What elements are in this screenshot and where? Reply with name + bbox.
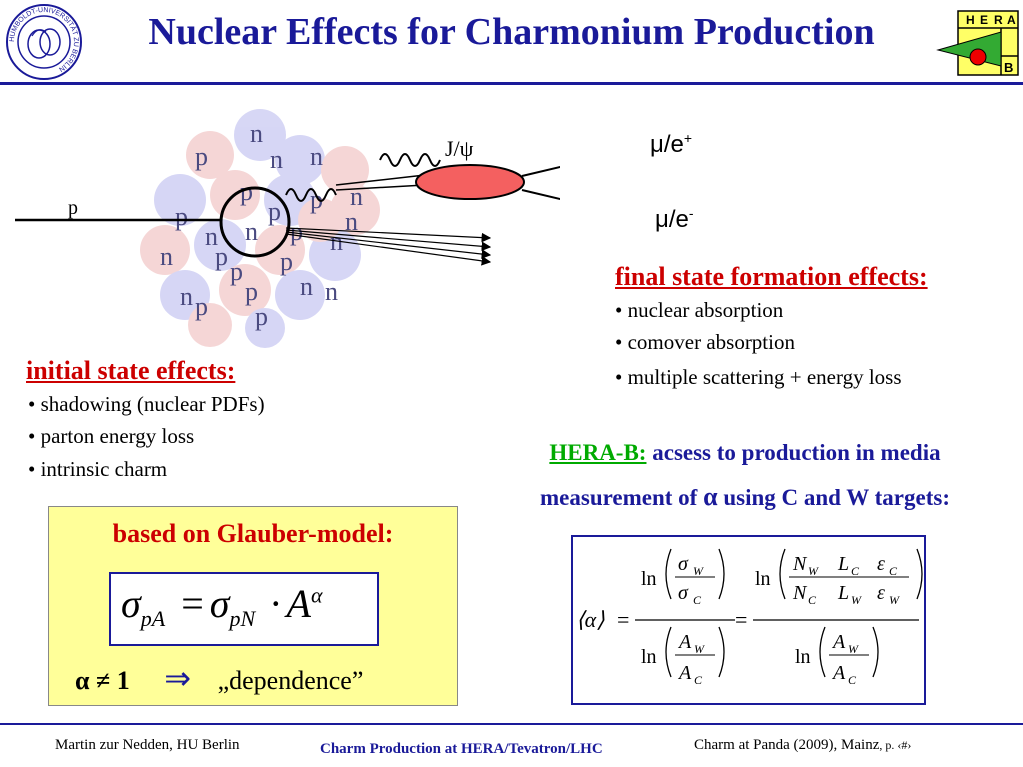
footer-center: Charm Production at HERA/Tevatron/LHC [320,741,603,757]
svg-text:C: C [851,564,860,578]
nucleon-label: n [250,119,263,148]
nucleon-label: n [345,207,358,236]
svg-text:C: C [694,673,703,687]
nucleon-label: p [195,292,208,321]
svg-text:ln: ln [641,568,657,590]
svg-text:C: C [848,673,857,687]
final-state-item: • nuclear absorption [615,298,784,322]
initial-state-item: • intrinsic charm [28,457,168,481]
header-rule [0,82,1023,85]
alpha-formula-box: ⟨α⟩ = ln σ W σ C ln A W A C = ln N W L C… [571,535,926,705]
hera-letter: R [994,13,1003,27]
svg-text:A: A [677,662,692,684]
nucleon-label: n [300,272,313,301]
svg-text:σ: σ [678,582,689,604]
svg-text:W: W [851,593,862,607]
university-seal-logo: HUMBOLDT-UNIVERSITÄT ZU BERLIN [6,4,82,80]
nucleon-label: p [245,277,258,306]
svg-text:W: W [693,564,704,578]
alpha-formula: ⟨α⟩ = ln σ W σ C ln A W A C = ln N W L C… [576,548,923,687]
nucleon-label: p [268,197,281,226]
nucleon-label: p [255,302,268,331]
nucleon-label: n [270,145,283,174]
svg-text:A: A [677,631,692,653]
nucleon-label: n [160,242,173,271]
final-state-heading: final state formation effects: [615,262,928,291]
lepton-plus-label: μ/e+ [650,130,693,158]
svg-text:A: A [831,662,846,684]
dependence-row: α ≠ 1 ⇒ „dependence” [75,660,364,696]
initial-state-heading: initial state effects: [26,356,236,385]
herab-line-1: HERA-B: acsess to production in media [549,440,941,465]
svg-text:W: W [889,593,900,607]
svg-text:C: C [808,593,817,607]
initial-state-item: • parton energy loss [28,424,195,448]
svg-text:A: A [831,631,846,653]
footer-right: Charm at Panda (2009), Mainz, p. ‹#› [694,737,912,753]
nucleon-label: n [205,222,218,251]
svg-text:W: W [808,564,819,578]
final-state-item: • comover absorption [615,330,795,354]
nucleon-label: p [240,177,253,206]
nucleon-labels: n p n n p n p p n p n p n p n p n p p n … [160,119,363,331]
svg-text:L: L [837,582,849,604]
svg-text:N: N [792,553,808,575]
svg-text:C: C [693,593,702,607]
final-state-item: • multiple scattering + energy loss [615,365,902,389]
nucleon-label: p [280,247,293,276]
svg-text:ε: ε [877,582,885,604]
nucleon-label: n [180,282,193,311]
svg-text:ln: ln [755,568,771,590]
hera-letter: E [980,13,988,27]
nucleon-label: p [175,202,188,231]
photon-line [379,153,441,167]
svg-text:⟨α⟩: ⟨α⟩ [576,607,605,632]
footer-author: Martin zur Nedden, HU Berlin [55,737,240,753]
nucleon-label: p [230,257,243,286]
gluon-line [285,188,337,202]
nucleon-label: p [215,242,228,271]
hera-letter: H [966,13,975,27]
hera-b-logo: H E R A B [936,10,1019,76]
svg-text:N: N [792,582,808,604]
nucleon-label: n [310,142,323,171]
svg-text:W: W [848,642,859,656]
svg-text:=: = [617,607,629,632]
jpsi-label: J/ψ [445,136,474,161]
herab-line-2: measurement of α using C and W targets: [540,482,950,511]
nucleon-label: n [325,277,338,306]
hera-b-letter: B [1004,60,1013,75]
glauber-heading: based on Glauber-model: [112,519,394,548]
glauber-formula: σpA =σpN ·Aα [109,572,379,646]
nucleon-label: n [245,217,258,246]
jpsi-blob [415,164,525,200]
svg-text:C: C [889,564,898,578]
svg-text:=: = [735,607,747,632]
svg-text:σ: σ [678,553,689,575]
interaction-circle [219,186,291,258]
lepton-minus-label: μ/e- [655,205,694,233]
nucleon-label: p [195,142,208,171]
svg-text:ln: ln [641,646,657,668]
collision-diagram: n p n n p n p p n p n p n p n p n p p n … [15,109,560,348]
slide-title: Nuclear Effects for Charmonium Productio… [148,11,875,53]
nucleon-label: p [290,217,303,246]
svg-text:W: W [694,642,705,656]
footer-rule [0,723,1023,725]
nucleon-label: p [310,185,323,214]
projectile-label: p [68,197,78,219]
svg-text:L: L [837,553,849,575]
glauber-box: based on Glauber-model: σpA =σpN ·Aα α ≠… [48,506,458,706]
hera-letter: A [1007,13,1016,27]
svg-text:ln: ln [795,646,811,668]
initial-state-item: • shadowing (nuclear PDFs) [28,392,265,416]
svg-text:ε: ε [877,553,885,575]
